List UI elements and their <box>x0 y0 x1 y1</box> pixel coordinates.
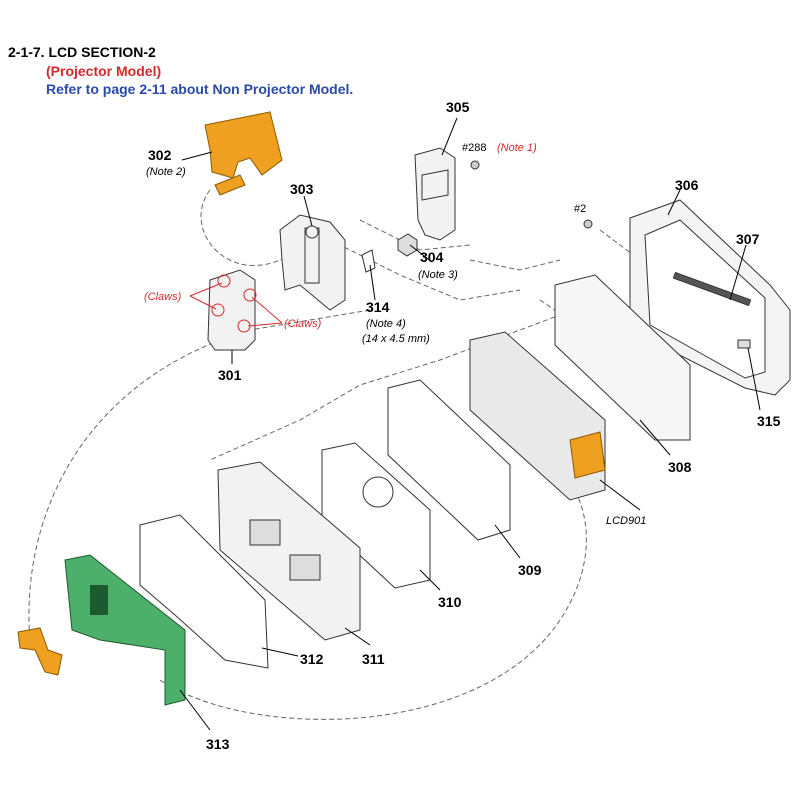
label-311: 311 <box>362 651 385 667</box>
model-subtitle: (Projector Model) <box>46 63 162 79</box>
label-301: 301 <box>218 367 242 383</box>
part-309-sheet <box>387 379 511 541</box>
label-claws-left: (Claws) <box>144 291 182 303</box>
part-302-flex <box>204 111 283 196</box>
label-screw-288: #288 <box>462 142 486 154</box>
label-305: 305 <box>446 99 470 115</box>
label-303: 303 <box>290 181 314 197</box>
label-308: 308 <box>668 459 692 475</box>
label-claws-right: (Claws) <box>284 318 322 330</box>
reference-note: Refer to page 2-11 about Non Projector M… <box>46 81 354 97</box>
label-314: 314 <box>366 299 390 315</box>
label-304: 304 <box>420 249 444 265</box>
label-screw-2: #2 <box>574 203 586 215</box>
part-308-lcd-panel <box>469 274 691 501</box>
label-304-note: (Note 3) <box>418 269 458 281</box>
label-312: 312 <box>300 651 324 667</box>
label-302-note: (Note 2) <box>146 166 186 178</box>
screw-288-icon <box>470 160 480 170</box>
section-title: 2-1-7. LCD SECTION-2 <box>8 44 156 60</box>
part-lcd901-flex <box>569 431 606 479</box>
part-305-bracket <box>414 147 456 241</box>
part-314-sheet <box>361 249 376 273</box>
label-302: 302 <box>148 147 172 163</box>
label-309: 309 <box>518 562 542 578</box>
label-306: 306 <box>675 177 699 193</box>
part-303-hinge <box>279 214 346 311</box>
label-lcd901: LCD901 <box>606 515 646 527</box>
label-315: 315 <box>757 413 781 429</box>
label-310: 310 <box>438 594 462 610</box>
part-301-bracket <box>207 269 257 351</box>
part-313-board <box>64 554 186 706</box>
claw-pointers <box>189 282 283 327</box>
leader-lines <box>179 117 761 731</box>
part-311-chassis <box>217 461 361 641</box>
part-304-block <box>397 233 418 257</box>
part-flex-connector <box>17 627 63 676</box>
screw-2-icon <box>583 219 593 229</box>
label-307: 307 <box>736 231 760 247</box>
label-314-size: (14 x 4.5 mm) <box>362 333 430 345</box>
label-313: 313 <box>206 736 230 752</box>
part-312-sheet <box>139 514 269 669</box>
label-314-note: (Note 4) <box>366 318 406 330</box>
label-note-1: (Note 1) <box>497 142 537 154</box>
